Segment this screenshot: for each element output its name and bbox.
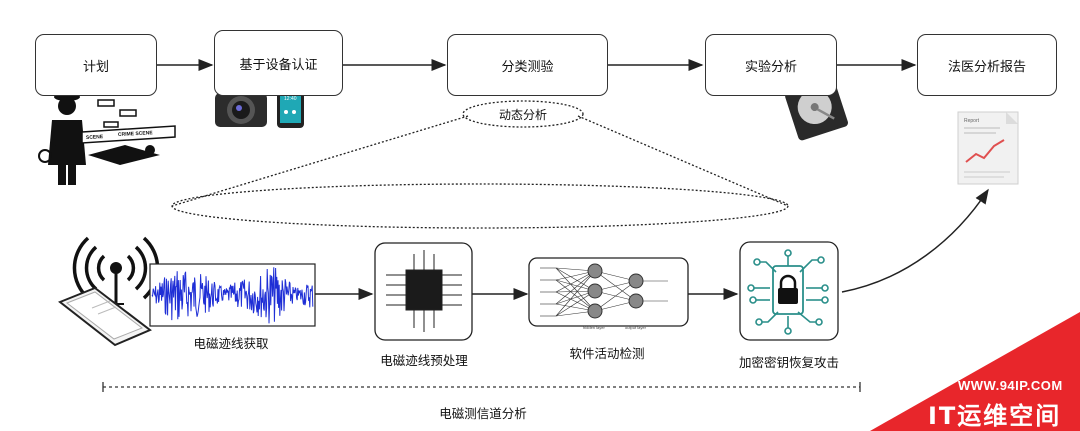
- stage-key-recovery-label: 加密密钥恢复攻击: [738, 355, 840, 370]
- em-trace-waveform: [151, 267, 314, 324]
- neural-network-frame: [528, 257, 689, 327]
- nn-connection: [555, 267, 596, 292]
- cone-right-edge: [577, 115, 789, 207]
- chip-icon: [386, 250, 462, 332]
- arrow-crypto-to-report: [841, 188, 989, 293]
- stage-em-acquisition-label: 电磁迹线获取: [193, 336, 269, 351]
- nn-connection: [555, 270, 596, 305]
- stage-em-preprocess-label: 电磁迹线预处理: [380, 353, 468, 368]
- step-device-auth-label: 基于设备认证: [239, 57, 318, 73]
- nn-connection: [555, 270, 596, 317]
- step-experiment-label: 实验分析: [744, 59, 797, 75]
- cone-left-edge: [171, 115, 469, 207]
- report-document-icon: [957, 111, 1019, 185]
- phone-time-text: 12:40: [284, 96, 297, 102]
- step-plan: 计划: [35, 34, 157, 96]
- smartphone-icon: [58, 286, 152, 347]
- cone-base-ellipse: [171, 183, 789, 229]
- neural-network-icon: [540, 263, 668, 319]
- step-classification-label: 分类测验: [501, 59, 554, 75]
- nn-connection: [594, 280, 637, 312]
- lock-circuit-icon: [747, 249, 829, 335]
- dynamic-analysis-ellipse: [462, 100, 584, 128]
- section-em-side-channel-label: 电磁测信道分析: [439, 406, 527, 421]
- nn-connection: [555, 290, 596, 317]
- step-device-auth: 基于设备认证: [214, 30, 343, 96]
- dynamic-analysis-label: 动态分析: [498, 108, 548, 122]
- step-classification: 分类测验: [447, 34, 608, 96]
- nn-caption-output: output layer: [625, 325, 647, 330]
- step-forensic-report-label: 法医分析报告: [947, 59, 1026, 75]
- report-title-text: Report: [964, 118, 980, 124]
- watermark-url: WWW.94IP.COM: [958, 378, 1063, 393]
- step-plan-label: 计划: [82, 59, 109, 75]
- padlock-icon: [778, 274, 798, 304]
- nn-connection: [555, 279, 596, 312]
- camera-icon: [215, 87, 267, 127]
- nn-caption-hidden: hidden layer: [583, 325, 605, 330]
- nn-connection: [555, 267, 596, 312]
- step-forensic-report: 法医分析报告: [917, 34, 1057, 96]
- watermark-triangle: [870, 312, 1080, 431]
- detective-icon: [38, 88, 176, 185]
- step-experiment: 实验分析: [705, 34, 837, 96]
- crime-tape-text-1: SCENE: [86, 134, 104, 141]
- watermark-brand: IT运维空间: [928, 402, 1062, 430]
- crime-tape-text-2: CRIME SCENE: [118, 130, 154, 138]
- stage-activity-detection-label: 软件活动检测: [569, 346, 645, 361]
